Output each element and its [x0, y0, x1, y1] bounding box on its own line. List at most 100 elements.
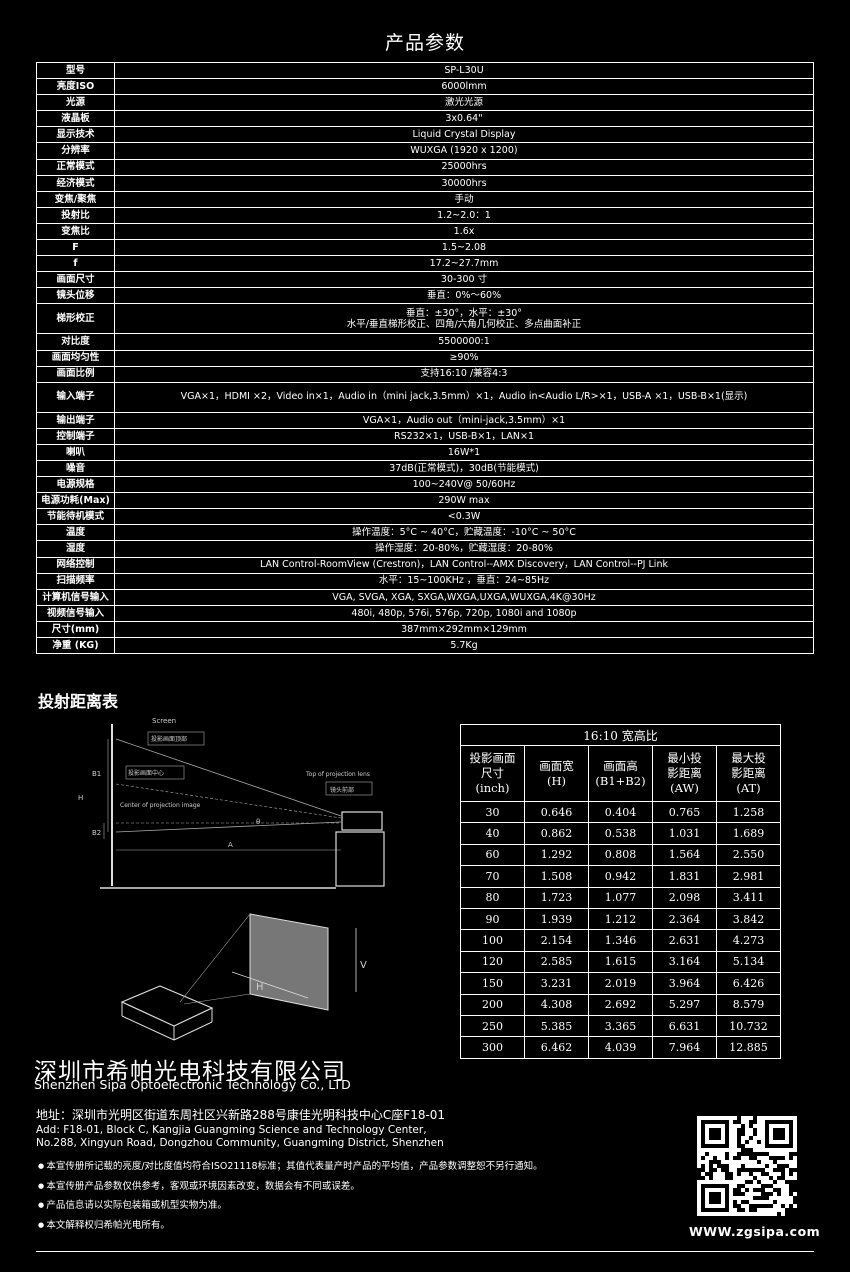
bottom-divider: [36, 1251, 814, 1252]
throw-header-cell: 画面高(B1+B2): [588, 745, 653, 802]
throw-cell: 6.426: [716, 972, 781, 995]
throw-header-line: 最小投: [667, 751, 702, 766]
spec-value: Liquid Crystal Display: [114, 126, 814, 144]
spec-row: 温度操作温度：5°C ~ 40°C，贮藏温度：-10°C ~ 50°C: [36, 524, 814, 542]
spec-key: 控制端子: [36, 427, 115, 445]
address-en-line-1: Add: F18-01, Block C, Kangjia Guangming …: [36, 1124, 427, 1136]
spec-value: 16W*1: [114, 443, 814, 461]
b1-label: B1: [92, 770, 101, 778]
spec-key: 尺寸(mm): [36, 620, 115, 639]
spec-key: 网络控制: [36, 556, 115, 574]
spec-value: 37dB(正常模式)，30dB(节能模式): [114, 459, 814, 478]
throw-header-line: (AW): [670, 780, 699, 795]
spec-key: 镜头位移: [36, 287, 115, 305]
throw-header-line: 影距离: [667, 766, 702, 781]
throw-cell: 60: [460, 843, 525, 867]
spec-key: 湿度: [36, 540, 115, 558]
spec-row: 电源功耗(Max)290W max: [36, 492, 814, 510]
throw-cell: 1.615: [588, 950, 653, 974]
theta-label: θ: [256, 818, 260, 826]
spec-key: 计算机信号输入: [36, 588, 115, 606]
throw-header-cell: 画面宽(H): [524, 745, 589, 802]
spec-key: 节能待机模式: [36, 508, 115, 526]
spec-value: LAN Control-RoomView (Crestron)，LAN Cont…: [114, 556, 814, 574]
projector-side: [341, 811, 383, 831]
throw-cell: 8.579: [716, 993, 781, 1016]
throw-cell: 6.462: [524, 1036, 589, 1059]
lens-front-label: 镜头前部: [330, 786, 354, 794]
throw-header-cell: 最小投影距离(AW): [652, 745, 717, 802]
spec-value-line: 水平/垂直梯形校正、四角/六角几何校正、多点曲面补正: [346, 318, 582, 330]
throw-cell: 70: [460, 865, 525, 888]
throw-cell: 30: [460, 800, 525, 824]
spec-row: 净重 (KG)5.7Kg: [36, 636, 814, 655]
note-item: 本文解释权归希帕光电所有。: [38, 1217, 543, 1237]
spec-value: 25000hrs: [114, 158, 814, 176]
spec-row: 镜头位移垂直：0%～60%: [36, 287, 814, 305]
spec-value: 操作湿度：20-80%，贮藏湿度：20-80%: [114, 540, 814, 558]
spec-value: 290W max: [114, 492, 814, 510]
throw-cell: 1.031: [652, 822, 717, 845]
spec-key: 光源: [36, 94, 115, 112]
page-title: 产品参数: [384, 32, 465, 54]
top-lens-label: Top of projection lens: [305, 771, 370, 778]
throw-cell: 3.411: [716, 886, 781, 909]
spec-key: 梯形校正: [36, 303, 115, 335]
throw-cell: 2.981: [716, 865, 781, 888]
b2-label: B2: [92, 829, 101, 837]
throw-cell: 0.808: [588, 843, 653, 867]
spec-value: 30-300 寸: [114, 271, 814, 289]
screen-label: Screen: [152, 717, 176, 725]
spec-value: 垂直：0%～60%: [114, 287, 814, 305]
throw-cell: 200: [460, 993, 525, 1016]
spec-row: 节能待机模式<0.3W: [36, 508, 814, 526]
spec-value: 垂直：±30°，水平：±30°水平/垂直梯形校正、四角/六角几何校正、多点曲面补…: [114, 303, 814, 335]
throw-cell: 5.385: [524, 1014, 589, 1038]
spec-row: 画面比例支持16:10 /兼容4:3: [36, 365, 814, 383]
spec-value: VGA×1，HDMI ×2，Video in×1，Audio in（mini j…: [114, 381, 814, 413]
throw-header-line: (H): [546, 773, 566, 788]
throw-header-cell: 投影画面尺寸(inch): [460, 745, 525, 802]
throw-header-line: 最大投: [731, 751, 766, 766]
throw-table-caption: 16:10 宽高比: [460, 724, 781, 746]
throw-cell: 2.550: [716, 843, 781, 867]
spec-value: 3x0.64": [114, 110, 814, 128]
spec-row: 湿度操作湿度：20-80%，贮藏湿度：20-80%: [36, 540, 814, 558]
throw-header-line: 投影画面: [469, 751, 516, 766]
throw-cell: 2.098: [652, 886, 717, 909]
spec-key: 电源规格: [36, 476, 115, 494]
throw-header-line: 尺寸: [481, 766, 504, 781]
notes-list: 本宣传册所记载的亮度/对比度值均符合ISO21118标准；其值代表量产时产品的平…: [38, 1158, 543, 1237]
throw-header-line: 画面高: [603, 758, 638, 773]
spec-key: 液晶板: [36, 110, 115, 128]
throw-cell: 40: [460, 822, 525, 845]
qr-code-icon: [697, 1116, 797, 1216]
spec-value: 387mm×292mm×129mm: [114, 620, 814, 639]
throw-cell: 3.842: [716, 907, 781, 931]
spec-row: 光源激光光源: [36, 94, 814, 112]
website-link[interactable]: WWW.zgsipa.com: [689, 1224, 821, 1239]
throw-cell: 4.308: [524, 993, 589, 1016]
spec-key: 输出端子: [36, 411, 115, 429]
spec-value: 480i, 480p, 576i, 576p, 720p, 1080i and …: [114, 604, 814, 622]
throw-cell: 100: [460, 929, 525, 952]
spec-key: 画面均匀性: [36, 349, 115, 367]
throw-cell: 1.831: [652, 865, 717, 888]
throw-cell: 3.365: [588, 1014, 653, 1038]
spec-key: 投射比: [36, 206, 115, 224]
note-item: 产品信息请以实际包装箱或机型实物为准。: [38, 1197, 543, 1217]
